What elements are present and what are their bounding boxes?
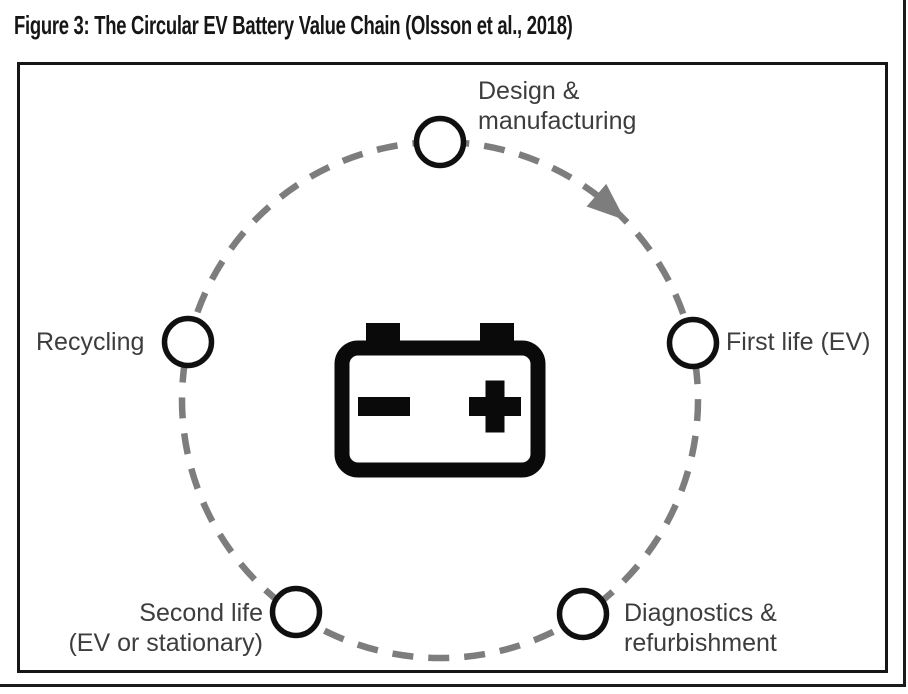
node-label-diagnostics: Diagnostics & refurbishment [624,599,777,657]
battery-plus-sign [485,380,505,433]
node-marker-design [413,115,467,169]
cycle-ring [178,138,702,662]
cycle-diagram [161,115,720,662]
battery-icon [334,323,546,478]
node-label-second-life: Second life (EV or stationary) [68,599,263,657]
node-marker-second-life [269,585,323,639]
node-label-design: Design & manufacturing [478,77,637,135]
node-marker-first-life [666,316,720,370]
battery-body [334,340,546,478]
battery-minus-sign [358,397,410,416]
node-label-first-life: First life (EV) [726,328,871,356]
node-marker-recycling [161,315,215,369]
page-border-bottom [0,684,906,687]
figure-caption: Figure 3: The Circular EV Battery Value … [14,10,573,40]
node-marker-diagnostics [556,587,610,641]
flow-direction-arrow-icon [586,183,626,221]
figure-frame: Design & manufacturing First life (EV) D… [17,62,888,673]
node-label-recycling: Recycling [36,328,145,356]
page-border-right [903,0,906,687]
